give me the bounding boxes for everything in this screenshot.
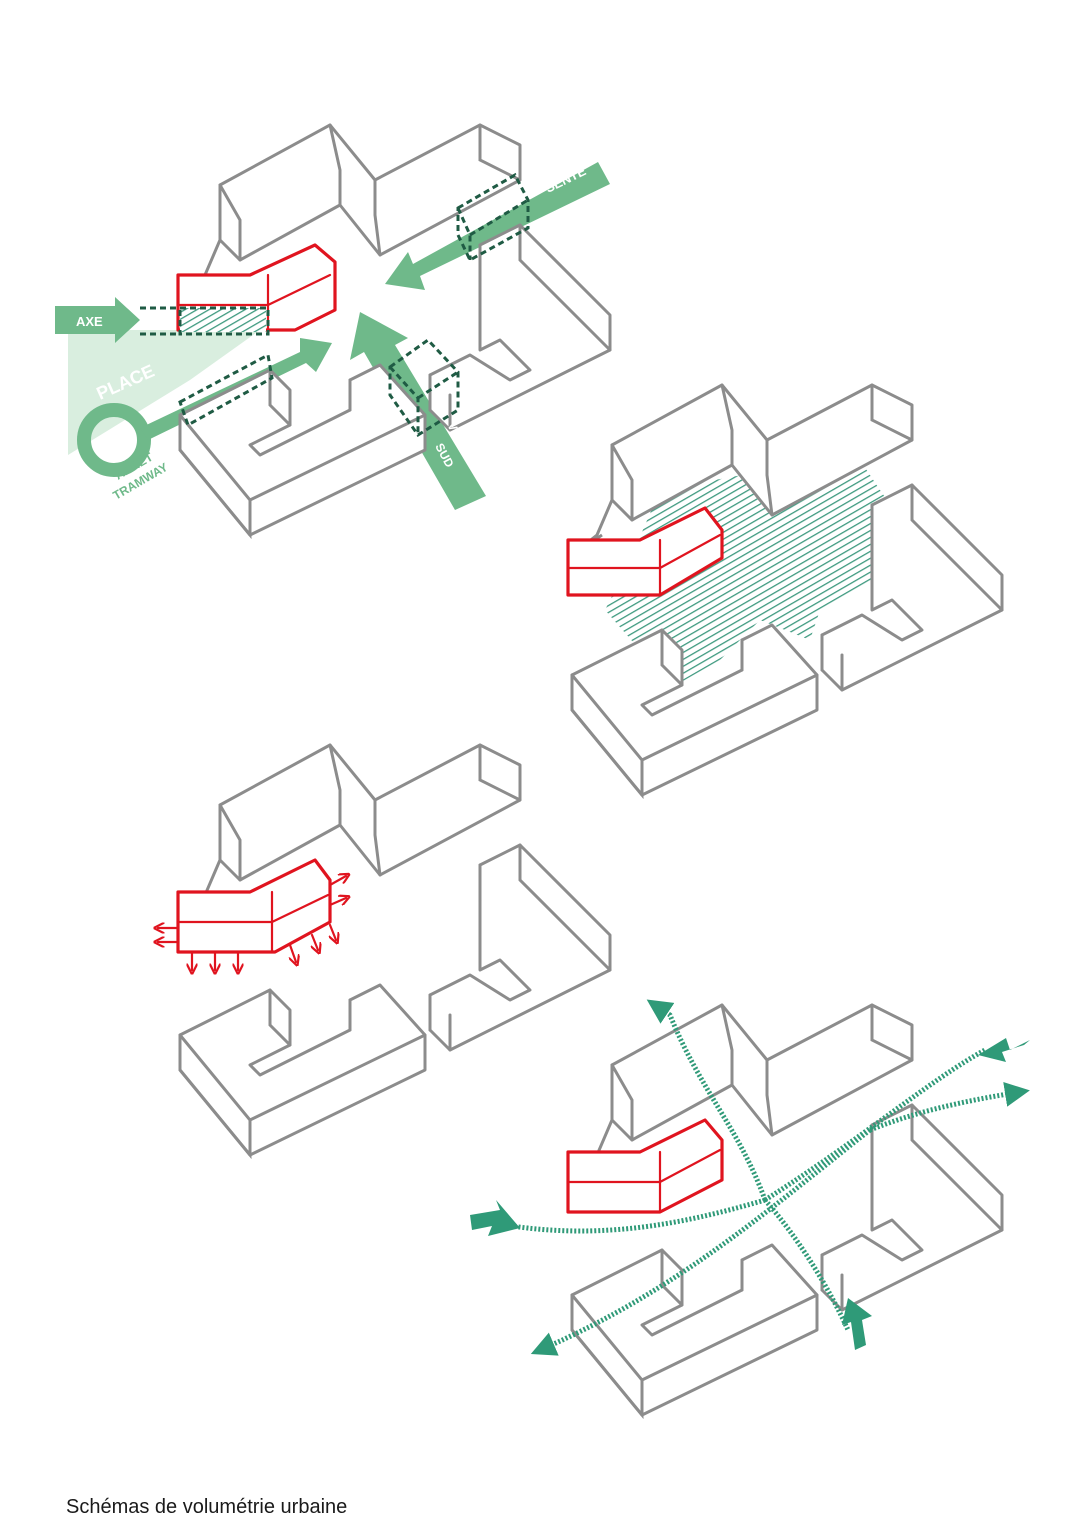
diagram-2-central-space <box>566 383 1004 797</box>
diagram-1-circulation-axes: AXE SENTE PLACE VENELLE SUD ARRÊT TRAMWA… <box>55 123 612 537</box>
tram-stop-ring <box>77 403 151 477</box>
flow-diagonal-ne <box>869 1082 1030 1133</box>
flow-east <box>763 1047 987 1203</box>
axe-arrow <box>55 297 140 343</box>
entry-arrow-west <box>470 1200 520 1236</box>
flow-south <box>763 1198 851 1332</box>
sente-arrow <box>385 162 610 290</box>
flow-west <box>504 1197 766 1234</box>
entry-arrow-east <box>978 1038 1030 1062</box>
diagram-3-frontages <box>158 743 612 1157</box>
entry-arrow-south <box>842 1298 872 1350</box>
hatched-base <box>180 308 266 332</box>
figure-caption: Schémas de volumétrie urbaine <box>66 1496 348 1518</box>
label-axe: AXE <box>76 314 103 329</box>
flow-diagonal-sw <box>530 1128 872 1356</box>
diagram-4-flows <box>470 999 1030 1417</box>
place-zone <box>68 330 260 455</box>
flow-north <box>646 999 768 1201</box>
